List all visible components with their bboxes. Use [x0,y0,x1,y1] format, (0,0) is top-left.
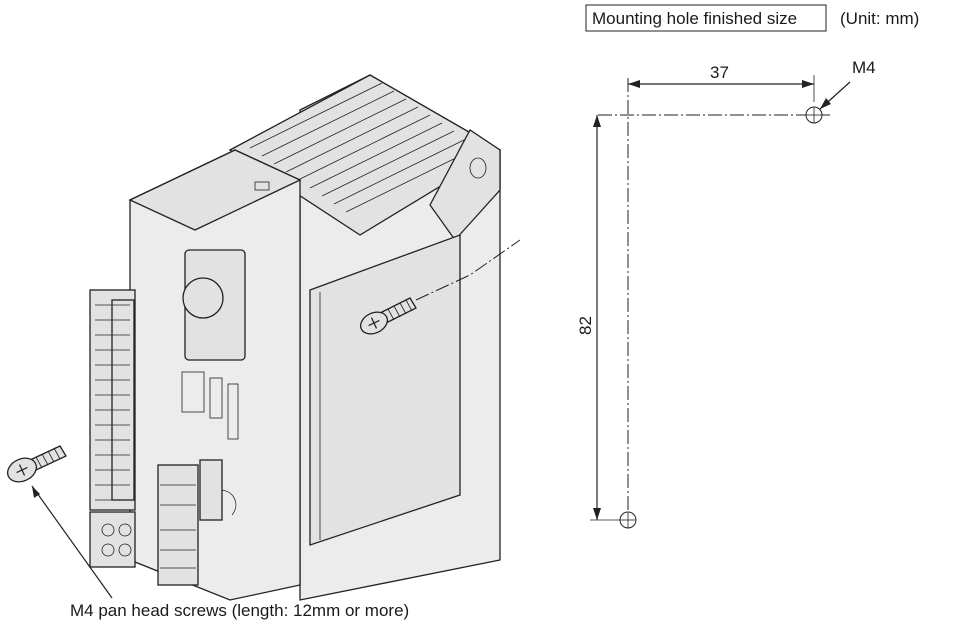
dimension-37: 37 [710,63,729,82]
screw-leader-arrow [32,486,40,498]
mounting-hole-top-right [805,106,823,124]
terminal-block-right [157,459,237,586]
front-top-slot [254,181,270,191]
terminal-block-left [89,289,136,511]
dimension-82: 82 [576,316,595,335]
title-box [585,4,827,32]
front-button [182,277,224,319]
device-illustration [89,74,502,601]
side-panel [309,234,461,546]
screw-leader-line [31,485,113,599]
screw-right [359,297,417,335]
screw-axis-line [415,239,521,301]
dimension-drawing: Mounting hole finished size (Unit: mm) 3… [576,4,919,529]
mounting-tab-hole [469,157,487,179]
terminal-block-bottom [89,511,136,568]
screw-left [6,445,67,483]
title-box-label: Mounting hole finished size [592,9,797,28]
mounting-hole-bottom-left [619,511,637,529]
unit-label: (Unit: mm) [840,9,919,28]
hole-label: M4 [852,58,876,77]
screw-label: M4 pan head screws (length: 12mm or more… [70,601,409,620]
led-indicators [181,371,239,440]
